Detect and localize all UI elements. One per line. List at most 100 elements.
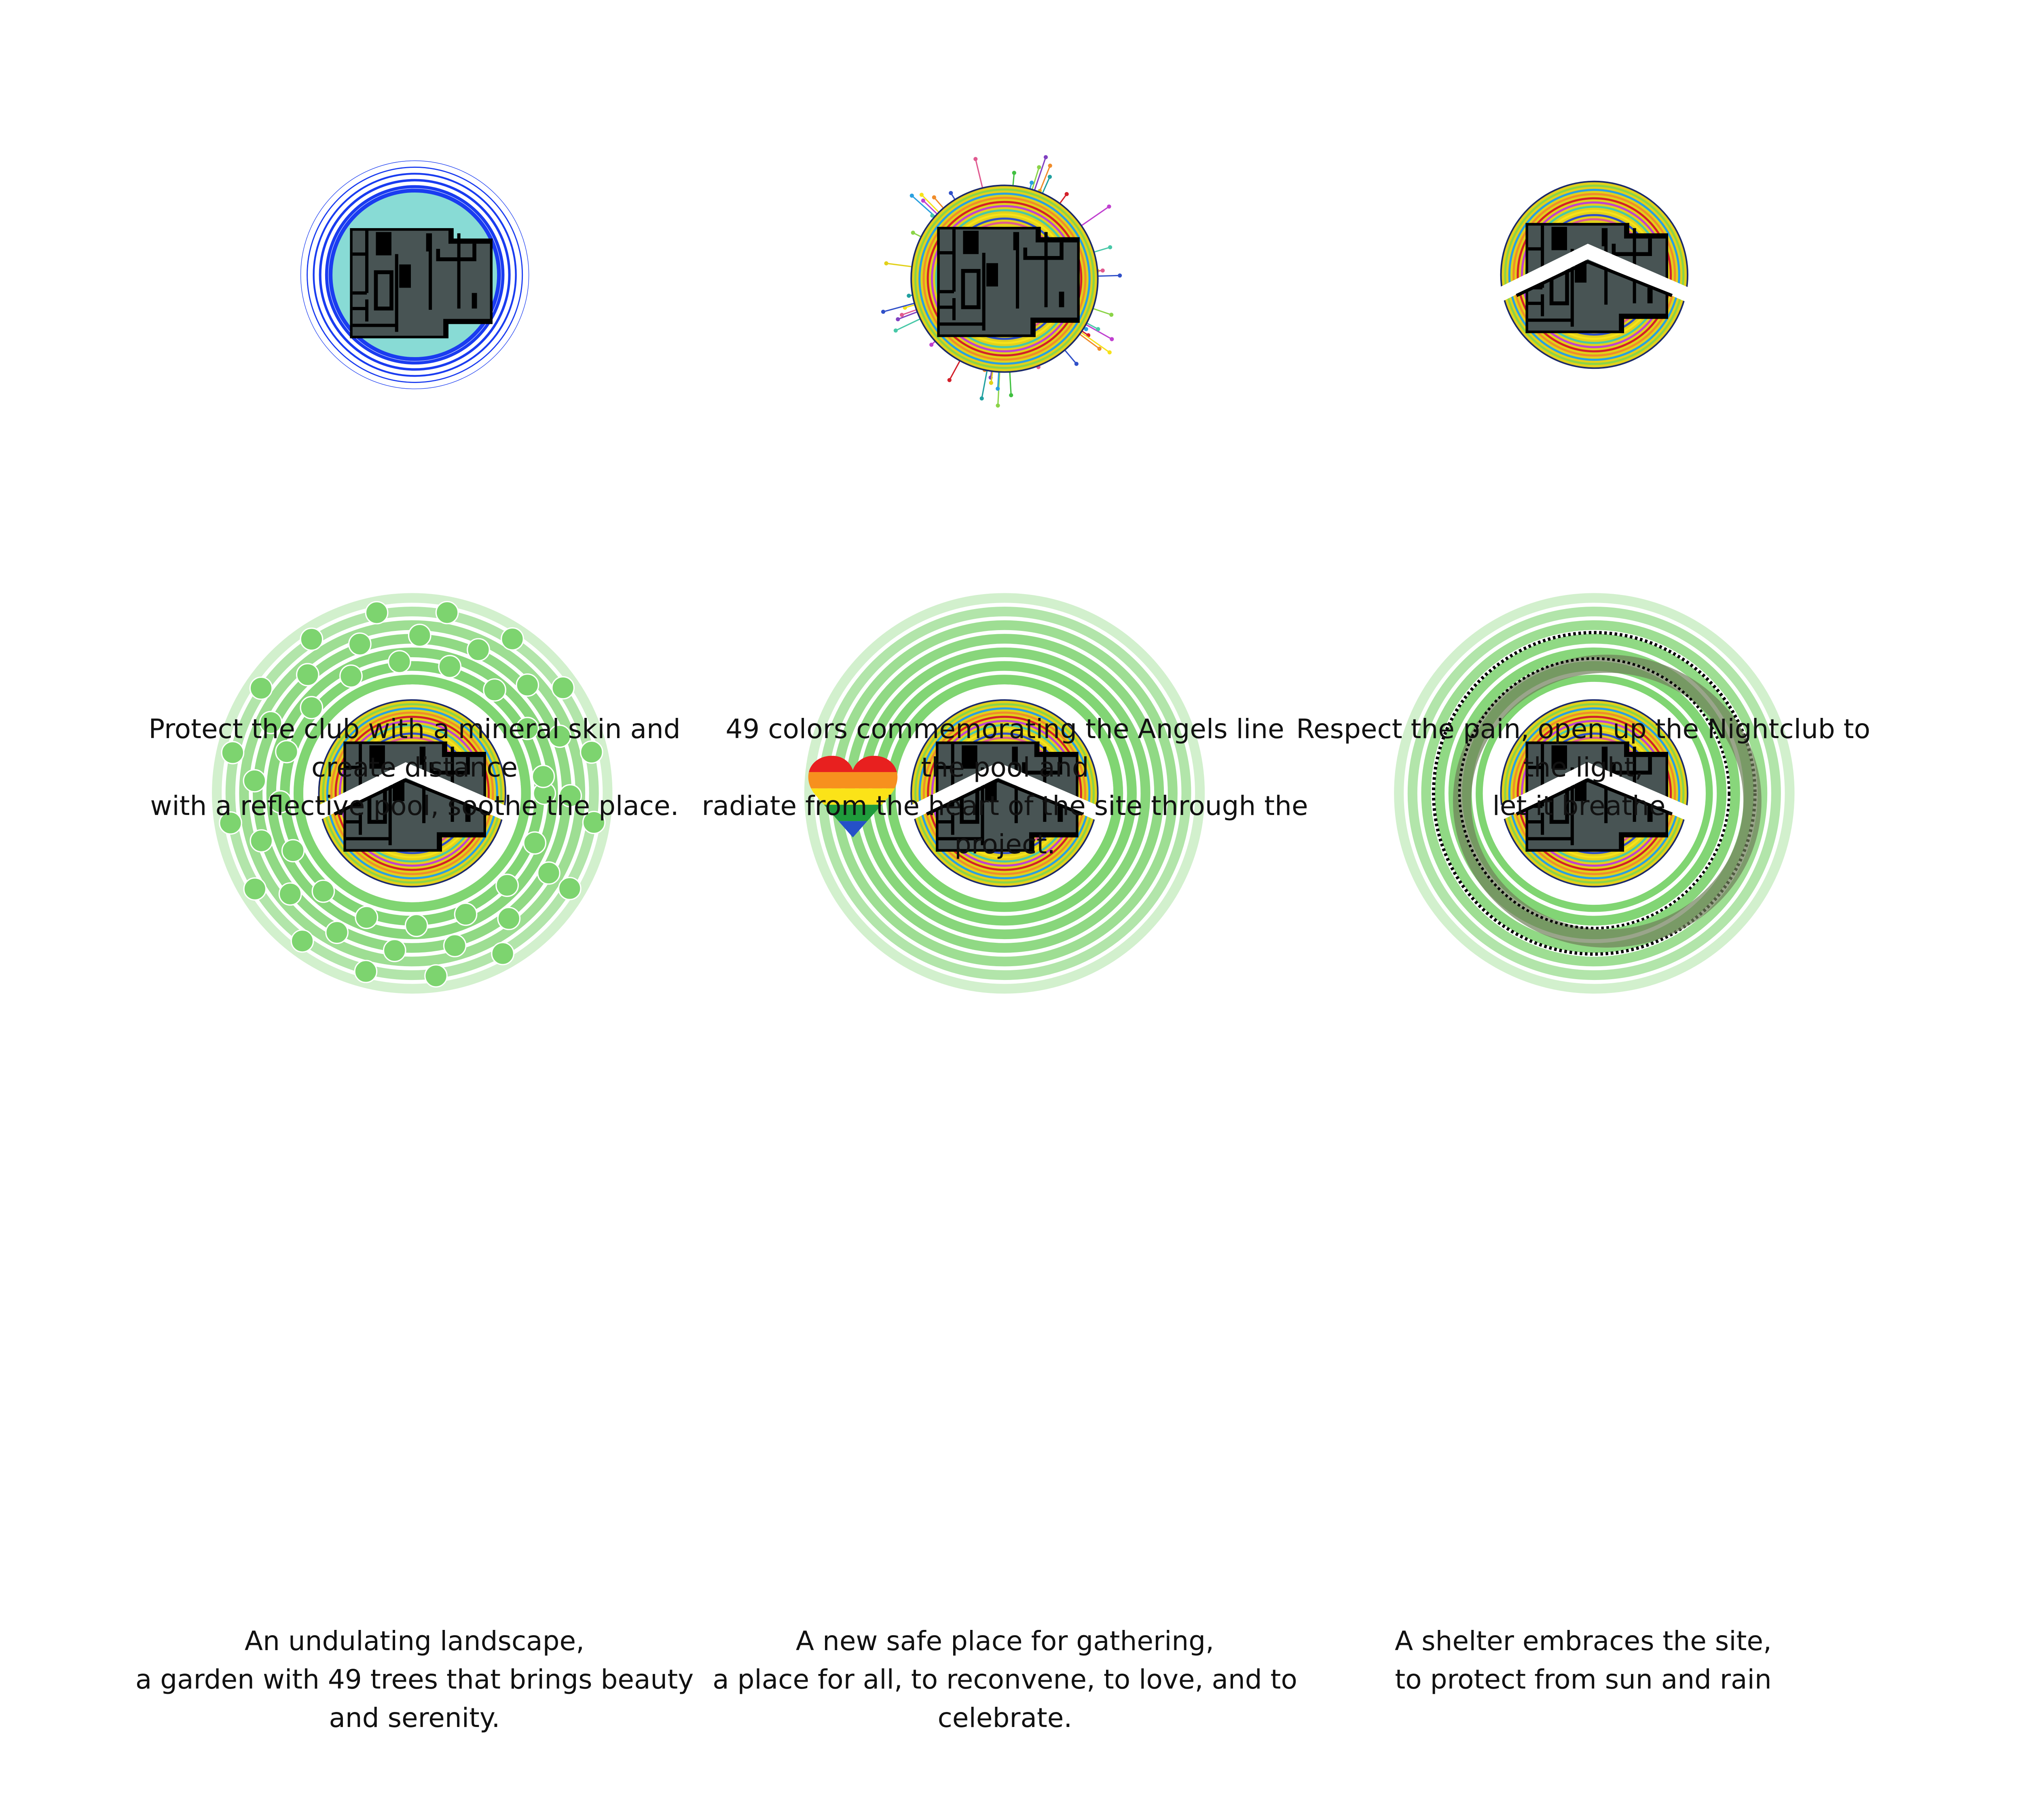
caption-1: Protect the club with a mineral skin and… xyxy=(111,710,718,825)
shelter-canopy xyxy=(1453,654,1762,948)
ray-arrowhead xyxy=(1012,171,1016,175)
ray-arrowhead xyxy=(911,231,915,235)
pool-ring xyxy=(319,179,511,371)
ray-arrowhead xyxy=(1047,175,1052,179)
rainbow-ring xyxy=(914,703,1095,884)
ray-arrowhead xyxy=(996,403,1000,408)
rainbow-ring xyxy=(1508,188,1680,361)
tree xyxy=(219,811,242,835)
tree xyxy=(387,650,411,673)
ray-arrowhead xyxy=(947,378,952,382)
tree xyxy=(516,717,539,740)
ray-arrowhead xyxy=(1100,268,1105,273)
ray-arrowhead xyxy=(909,193,914,198)
tree xyxy=(259,711,283,734)
pride-stripe xyxy=(808,788,898,805)
caption-line: Protect the club with a mineral skin and… xyxy=(148,713,681,783)
tree xyxy=(582,811,606,834)
ray-arrowhead xyxy=(1084,327,1088,331)
tree xyxy=(516,673,539,697)
rainbow-ring xyxy=(918,193,1091,365)
ray-arrowhead xyxy=(1009,393,1013,398)
caption-line: a place for all, to reconvene, to love, … xyxy=(713,1664,1297,1733)
roof-edge xyxy=(926,779,1083,816)
tree xyxy=(275,740,298,764)
ray-arrowhead xyxy=(930,213,935,218)
caption-line: A shelter embraces the site, xyxy=(1395,1625,1772,1657)
rainbow-ring xyxy=(1516,197,1672,353)
tree xyxy=(497,907,521,930)
caption-line: Respect the pain, open up the Nightclub … xyxy=(1296,713,1870,783)
rainbow-ring xyxy=(1504,703,1685,884)
rainbow-ring xyxy=(1504,184,1685,365)
ray-arrowhead xyxy=(881,309,886,314)
tree xyxy=(495,874,519,897)
tree xyxy=(491,942,514,965)
ray-arrowhead xyxy=(893,328,898,333)
tree xyxy=(290,929,314,953)
tree xyxy=(435,601,459,624)
rainbow-ring xyxy=(927,715,1082,871)
floor-plan xyxy=(937,227,1080,337)
tree xyxy=(523,831,547,855)
roof-edge xyxy=(1516,260,1673,297)
caption-4: An undulating landscape, a garden with 4… xyxy=(111,1622,718,1737)
concept-diagram xyxy=(208,155,1799,998)
caption-3: Respect the pain, open up the Nightclub … xyxy=(1290,710,1876,825)
ray-arrowhead xyxy=(1107,350,1112,355)
tree xyxy=(404,914,428,938)
tree xyxy=(355,906,379,929)
panel-mineral-skin xyxy=(300,160,529,389)
light-opening xyxy=(903,762,1106,825)
ray-arrowhead xyxy=(989,381,993,385)
rainbow-ring xyxy=(322,703,503,884)
tree xyxy=(580,740,603,764)
tree xyxy=(551,676,575,700)
pool-ring xyxy=(313,173,517,377)
ray-arrowhead xyxy=(929,343,934,347)
panel-shelter xyxy=(1390,589,1799,998)
ray-arrowhead xyxy=(1037,165,1041,169)
tree xyxy=(558,784,582,808)
caption-line: radiate from the heart of the site throu… xyxy=(702,790,1308,860)
tree xyxy=(325,921,349,944)
tree xyxy=(548,724,571,748)
ray-arrowhead xyxy=(1048,163,1052,168)
ray-arrowhead xyxy=(1110,337,1114,341)
tree xyxy=(243,877,267,901)
panel-garden-49-trees xyxy=(208,589,617,998)
tree xyxy=(311,879,335,903)
ray-arrowhead xyxy=(1064,192,1069,197)
ray-arrowhead xyxy=(979,396,984,401)
caption-line: to protect from sun and rain xyxy=(1395,1664,1772,1695)
caption-line: A new safe place for gathering, xyxy=(795,1625,1214,1657)
light-opening xyxy=(1493,243,1696,306)
tree xyxy=(483,678,506,702)
tree xyxy=(354,960,378,983)
pride-stripe xyxy=(808,772,898,789)
tree xyxy=(278,882,302,906)
panel-safe-gathering xyxy=(800,589,1209,998)
caption-line: An undulating landscape, xyxy=(244,1625,585,1657)
ray-arrowhead xyxy=(1043,155,1048,159)
tree xyxy=(300,696,324,720)
rainbow-ring xyxy=(334,715,490,871)
tree xyxy=(296,663,319,686)
rainbow-ring xyxy=(1508,707,1680,880)
panel-open-to-light xyxy=(1493,180,1696,369)
ray-arrowhead xyxy=(949,191,953,195)
roof-edge xyxy=(1516,779,1673,816)
ray-arrowhead xyxy=(996,386,1000,391)
ray-arrowhead xyxy=(1097,347,1102,351)
ray-arrowhead xyxy=(921,198,925,203)
tree xyxy=(467,638,490,662)
caption-line: let it breathe. xyxy=(1492,790,1674,821)
light-opening xyxy=(311,762,514,825)
ray-arrowhead xyxy=(1096,327,1100,331)
panel-49-colors xyxy=(881,155,1122,408)
caption-line: 49 colors commemorating the Angels line … xyxy=(725,713,1284,783)
ray-arrowhead xyxy=(1117,273,1122,278)
floor-plan xyxy=(350,228,493,338)
pool-ring xyxy=(307,167,523,383)
roof-edge xyxy=(334,779,491,816)
